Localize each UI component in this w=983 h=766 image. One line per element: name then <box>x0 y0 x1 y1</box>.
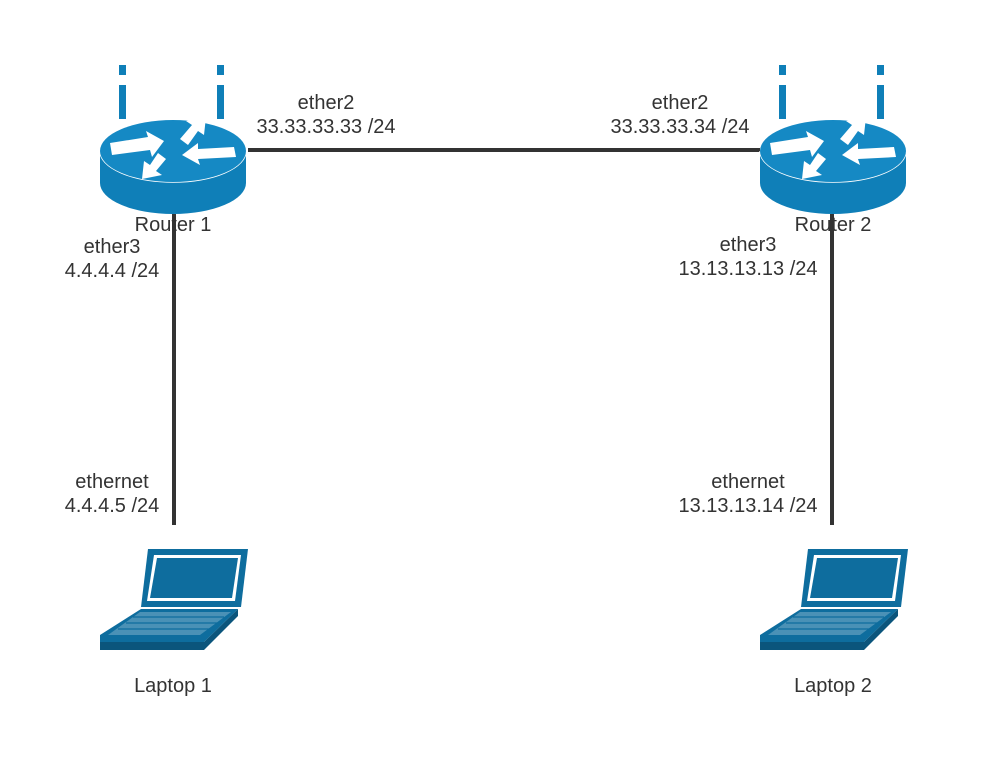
interface-ip: 33.33.33.33 /24 <box>256 116 396 138</box>
r2-ether2-label: ether2 33.33.33.34 /24 <box>580 91 780 139</box>
interface-name: ether2 <box>651 92 709 114</box>
l1-ethernet-label: ethernet 4.4.4.5 /24 <box>12 470 212 518</box>
laptop-1-icon <box>99 548 249 651</box>
router-1-label: Router 1 <box>134 214 212 236</box>
interface-name: ether3 <box>719 234 777 256</box>
interface-name: ethernet <box>711 471 785 493</box>
laptop-2-icon <box>759 548 909 651</box>
interface-ip: 4.4.4.5 /24 <box>64 495 160 517</box>
router-1-icon <box>99 64 247 215</box>
interface-name: ether2 <box>297 92 355 114</box>
interface-name: ethernet <box>75 471 149 493</box>
interface-ip: 33.33.33.34 /24 <box>610 116 750 138</box>
r1-ether3-label: ether3 4.4.4.4 /24 <box>12 235 212 283</box>
interface-ip: 13.13.13.13 /24 <box>678 258 818 280</box>
laptop-2-label: Laptop 2 <box>794 675 872 697</box>
router-2-icon <box>759 64 907 215</box>
interface-ip: 13.13.13.14 /24 <box>678 495 818 517</box>
l2-ethernet-label: ethernet 13.13.13.14 /24 <box>648 470 848 518</box>
interface-ip: 4.4.4.4 /24 <box>64 260 160 282</box>
laptop-1-label: Laptop 1 <box>134 675 212 697</box>
router-2-label: Router 2 <box>794 214 872 236</box>
r2-ether3-label: ether3 13.13.13.13 /24 <box>648 233 848 281</box>
interface-name: ether3 <box>83 236 141 258</box>
r1-ether2-label: ether2 33.33.33.33 /24 <box>226 91 426 139</box>
